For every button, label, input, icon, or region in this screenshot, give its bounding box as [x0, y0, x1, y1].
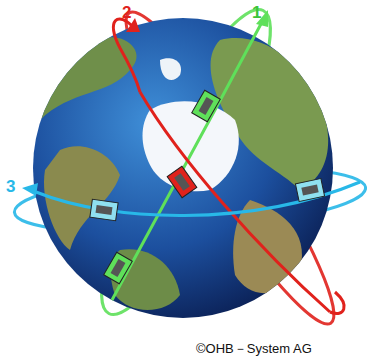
callout-number: 3: [6, 178, 15, 195]
earth-globe: [33, 18, 333, 318]
orbit-front: [36, 19, 360, 314]
callout-number: 1: [252, 4, 261, 21]
satellite-icons: [90, 90, 325, 284]
orbit-back: [12, 0, 367, 339]
callout-number: 2: [122, 4, 131, 21]
orbit-arrowhead: [22, 183, 38, 196]
copyright-note: ©OHB－System AG: [196, 342, 312, 355]
